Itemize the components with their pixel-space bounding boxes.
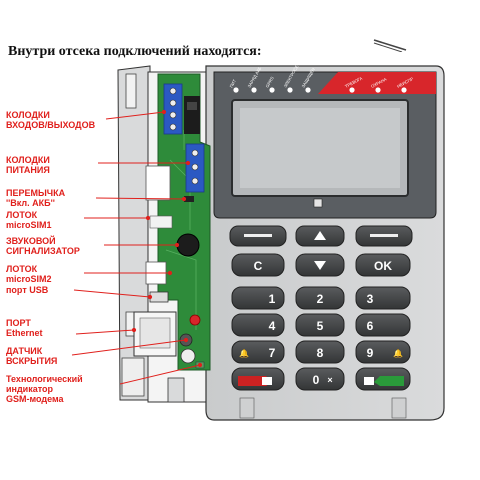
key-9[interactable] bbox=[355, 340, 411, 364]
key-8[interactable] bbox=[295, 340, 345, 364]
ok-key-label: OK bbox=[374, 259, 392, 273]
label-gsm: Технологический индикатор GSM-модема bbox=[6, 374, 83, 404]
label-line: порт USB bbox=[6, 285, 49, 295]
label-line: индикатор bbox=[6, 384, 54, 394]
indicator-label: GPRS bbox=[265, 76, 275, 89]
label-line: Технологический bbox=[6, 374, 83, 384]
label-sim2: ЛОТОК microSIM2 bbox=[6, 264, 52, 284]
lock-icon bbox=[364, 377, 374, 385]
key-3-label: 3 bbox=[367, 292, 374, 306]
label-line: ДАТЧИК bbox=[6, 346, 43, 356]
callout-lines bbox=[71, 109, 203, 385]
key-2-label: 2 bbox=[317, 292, 324, 306]
battery-jumper bbox=[184, 196, 194, 202]
clear-key-label: C bbox=[254, 259, 263, 273]
key-5[interactable] bbox=[295, 313, 345, 337]
key-0[interactable] bbox=[295, 367, 345, 391]
label-line: microSIM1 bbox=[6, 220, 52, 230]
key-6-label: 6 bbox=[367, 319, 374, 333]
label-line: ПОРТ bbox=[6, 318, 31, 328]
label-line: ПЕРЕМЫЧКА bbox=[6, 188, 66, 198]
label-line: ЛОТОК bbox=[6, 210, 38, 220]
indicator-label: ПИТ bbox=[229, 78, 238, 88]
key-7-label: 7 bbox=[269, 346, 276, 360]
label-line: ''Вкл. АКБ'' bbox=[6, 198, 55, 208]
label-ethernet: ПОРТ Ethernet bbox=[6, 318, 43, 338]
key-0-label: 0 bbox=[313, 373, 320, 387]
io-terminal-block bbox=[163, 83, 183, 135]
tamper-sensor bbox=[189, 314, 201, 326]
label-line: КОЛОДКИ bbox=[6, 110, 50, 120]
bell-icon: 🔔 bbox=[393, 349, 403, 358]
label-line: ЗВУКОВОЙ bbox=[6, 236, 56, 246]
label-sim1: ЛОТОК microSIM1 bbox=[6, 210, 52, 230]
buzzer bbox=[176, 233, 200, 257]
label-line: Ethernet bbox=[6, 328, 43, 338]
label-line: ПИТАНИЯ bbox=[6, 165, 50, 175]
page-heading: Внутри отсека подключений находятся: bbox=[8, 44, 262, 59]
label-line: ВСКРЫТИЯ bbox=[6, 356, 58, 366]
label-line: ВХОДОВ/ВЫХОДОВ bbox=[6, 120, 96, 130]
power-terminal-block bbox=[185, 143, 205, 193]
multiply-icon: × bbox=[327, 375, 332, 385]
key-1[interactable] bbox=[231, 286, 285, 310]
usb-port bbox=[149, 291, 169, 303]
key-2[interactable] bbox=[295, 286, 345, 310]
key-1-label: 1 bbox=[269, 292, 276, 306]
key-7[interactable] bbox=[231, 340, 285, 364]
bell-icon: 🔔 bbox=[239, 349, 249, 358]
keypad: C OK 1 2 3 4 5 6 🔔 7 8 9 🔔 0 × bbox=[229, 225, 413, 391]
key-4-label: 4 bbox=[269, 319, 276, 333]
label-jumper: ПЕРЕМЫЧКА ''Вкл. АКБ'' bbox=[6, 188, 65, 208]
unlock-icon bbox=[262, 377, 272, 385]
label-buzzer: ЗВУКОВОЙ СИГНАЛИЗАТОР bbox=[6, 236, 80, 256]
label-line: КОЛОДКИ bbox=[6, 155, 50, 165]
label-power-blocks: КОЛОДКИ ПИТАНИЯ bbox=[6, 155, 50, 175]
label-io-blocks: КОЛОДКИ ВХОДОВ/ВЫХОДОВ bbox=[6, 110, 95, 130]
sim-holder bbox=[145, 165, 171, 201]
ethernet-port bbox=[133, 311, 177, 357]
key-5-label: 5 bbox=[317, 319, 324, 333]
clear-key[interactable] bbox=[231, 253, 285, 277]
ok-key[interactable] bbox=[355, 253, 411, 277]
key-6[interactable] bbox=[355, 313, 411, 337]
label-usb: порт USB bbox=[6, 285, 48, 295]
label-tamper: ДАТЧИК ВСКРЫТИЯ bbox=[6, 346, 57, 366]
label-line: СИГНАЛИЗАТОР bbox=[6, 246, 80, 256]
label-line: ЛОТОК bbox=[6, 264, 38, 274]
key-8-label: 8 bbox=[317, 346, 324, 360]
key-4[interactable] bbox=[231, 313, 285, 337]
io-connector bbox=[184, 96, 200, 134]
label-line: microSIM2 bbox=[6, 274, 52, 284]
key-3[interactable] bbox=[355, 286, 411, 310]
corner-decoration bbox=[373, 39, 407, 52]
key-9-label: 9 bbox=[367, 346, 374, 360]
label-line: GSM-модема bbox=[6, 394, 64, 404]
